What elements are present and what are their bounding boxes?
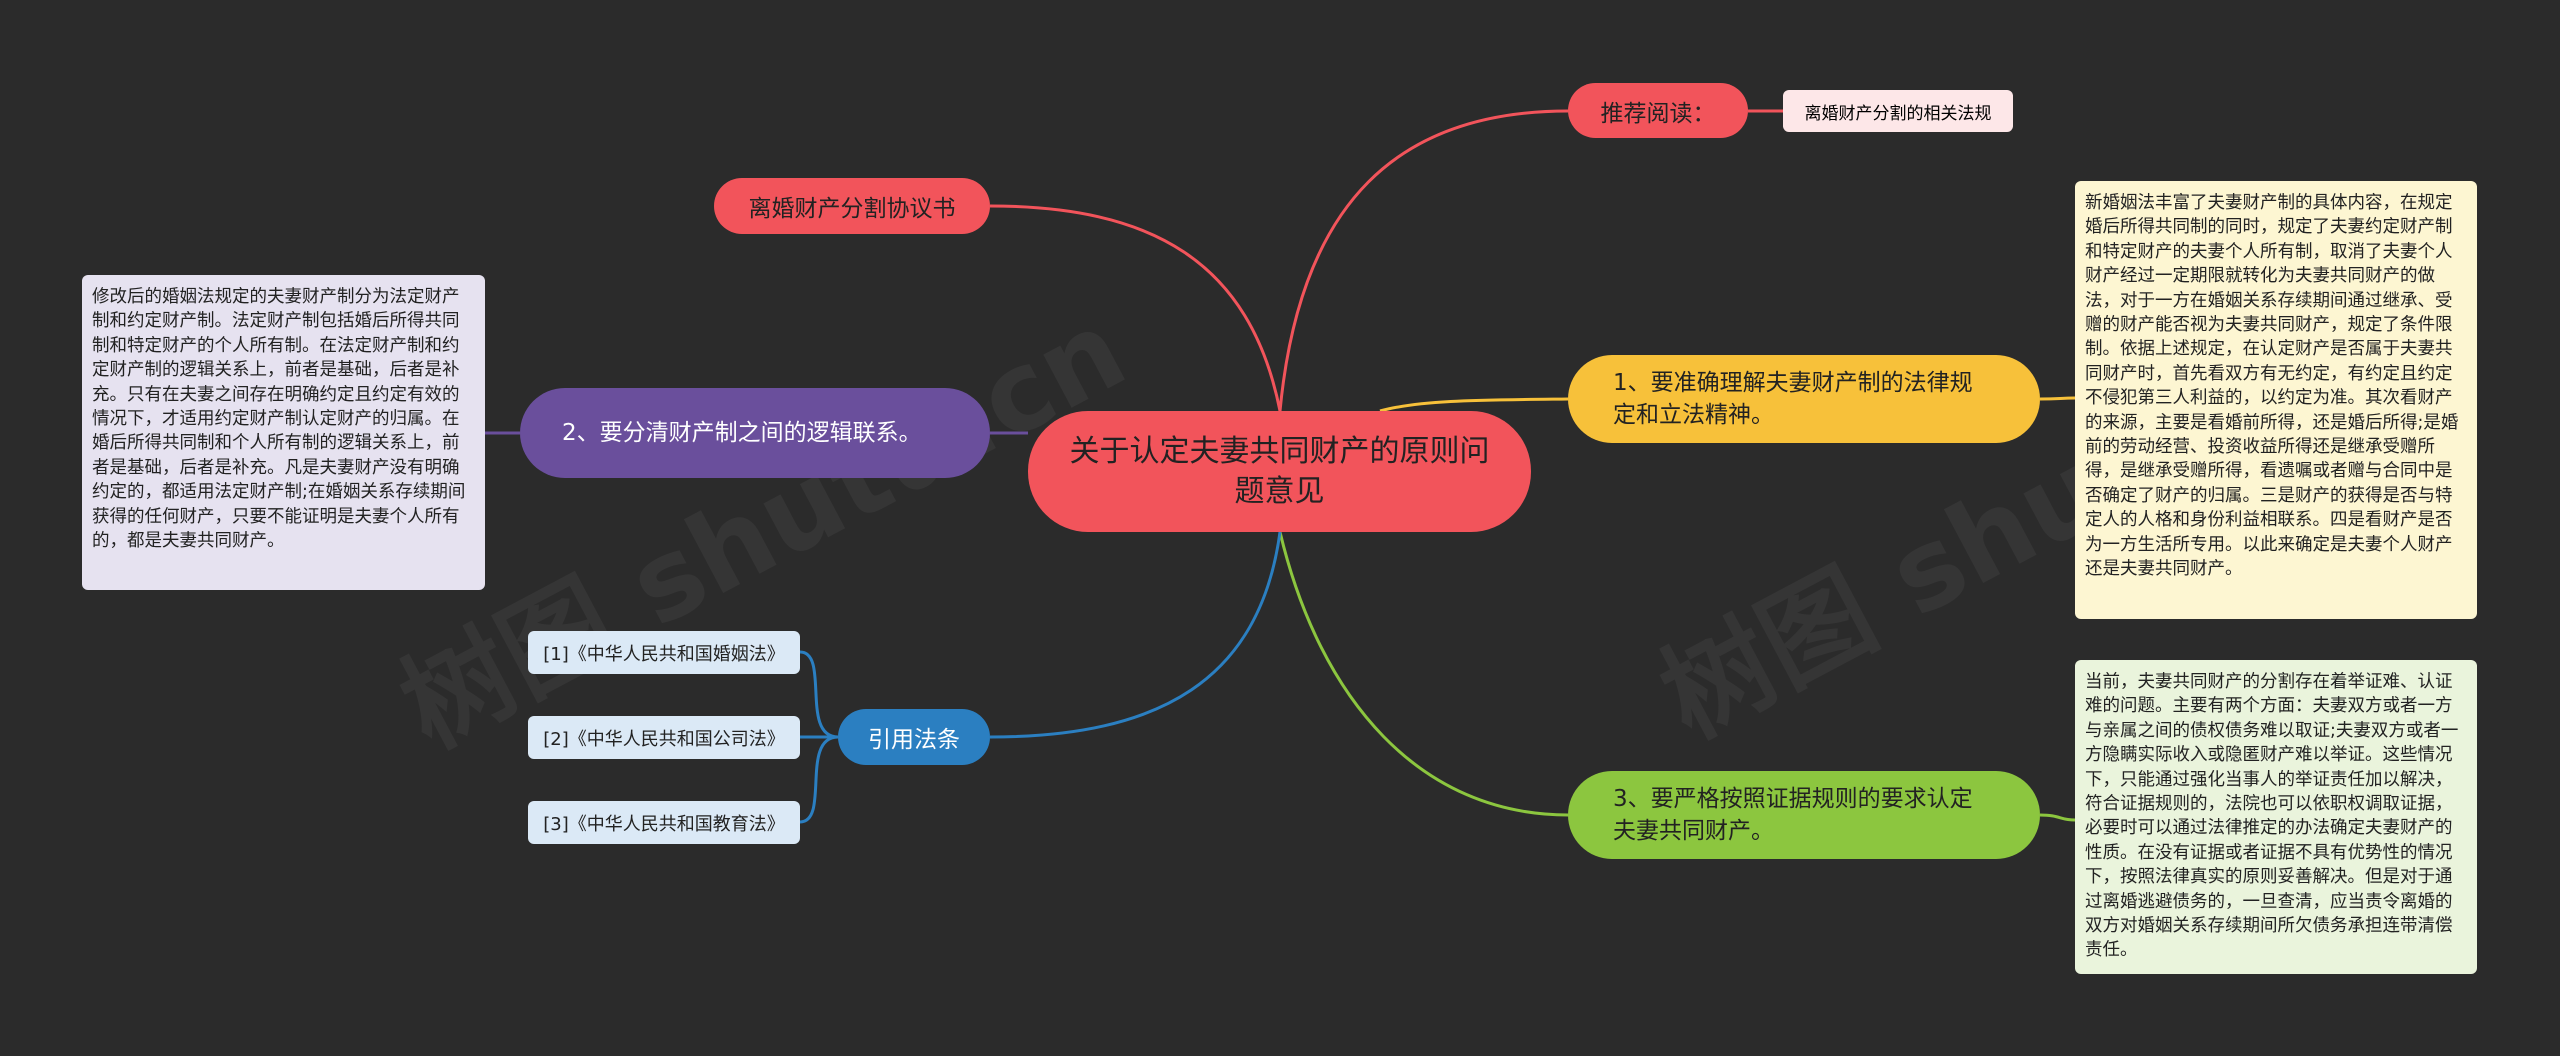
link-agreement	[989, 204, 1282, 412]
point2-note: 修改后的婚姻法规定的夫妻财产制分为法定财产制和约定财产制。法定财产制包括婚后所得…	[82, 275, 485, 590]
link-point3-note	[2039, 813, 2076, 822]
link-recommend	[1278, 109, 1569, 412]
point3-node[interactable]: 3、要严格按照证据规则的要求认定夫妻共同财产。	[1568, 771, 2040, 859]
point3-note: 当前，夫妻共同财产的分割存在着举证难、认证难的问题。主要有两个方面：夫妻双方或者…	[2075, 660, 2477, 974]
recommend-link-node[interactable]: 离婚财产分割的相关法规	[1783, 90, 2013, 132]
link-citations	[989, 531, 1282, 739]
citation-item-3[interactable]: [3]《中华人民共和国教育法》	[528, 801, 800, 844]
citations-node[interactable]: 引用法条	[838, 709, 990, 765]
citation-item-2[interactable]: [2]《中华人民共和国公司法》	[528, 716, 800, 759]
point1-label: 1、要准确理解夫妻财产制的法律规定和立法精神。	[1613, 370, 1973, 428]
link-point1-note	[2039, 396, 2076, 401]
citation-item-text: [1]《中华人民共和国婚姻法》	[543, 643, 785, 665]
point3-note-text: 当前，夫妻共同财产的分割存在着举证难、认证难的问题。主要有两个方面：夫妻双方或者…	[2085, 672, 2459, 961]
point2-note-text: 修改后的婚姻法规定的夫妻财产制分为法定财产制和约定财产制。法定财产制包括婚后所得…	[92, 287, 466, 552]
agreement-label: 离婚财产分割协议书	[748, 196, 956, 222]
point1-node[interactable]: 1、要准确理解夫妻财产制的法律规定和立法精神。	[1568, 355, 2040, 443]
link-point3	[1278, 531, 1569, 817]
link-citation-1	[799, 650, 839, 739]
point1-note: 新婚姻法丰富了夫妻财产制的具体内容，在规定婚后所得共同制的同时，规定了夫妻约定财…	[2075, 181, 2477, 619]
point2-node[interactable]: 2、要分清财产制之间的逻辑联系。	[520, 388, 990, 478]
citation-item-text: [2]《中华人民共和国公司法》	[543, 728, 785, 750]
point2-label: 2、要分清财产制之间的逻辑联系。	[562, 420, 922, 446]
point3-label: 3、要严格按照证据规则的要求认定夫妻共同财产。	[1613, 786, 1973, 844]
agreement-node[interactable]: 离婚财产分割协议书	[714, 178, 990, 234]
link-point1	[1379, 397, 1569, 413]
recommend-label: 推荐阅读：	[1600, 100, 1716, 127]
recommend-link-text: 离婚财产分割的相关法规	[1804, 103, 1992, 124]
central-topic[interactable]: 关于认定夫妻共同财产的原则问题意见	[1028, 411, 1531, 532]
citation-item-text: [3]《中华人民共和国教育法》	[543, 813, 785, 835]
citations-label: 引用法条	[868, 727, 960, 753]
point1-note-text: 新婚姻法丰富了夫妻财产制的具体内容，在规定婚后所得共同制的同时，规定了夫妻约定财…	[2085, 193, 2459, 580]
central-topic-text: 关于认定夫妻共同财产的原则问题意见	[1069, 433, 1490, 509]
recommend-node[interactable]: 推荐阅读：	[1568, 83, 1748, 138]
link-citation-3	[799, 735, 839, 824]
citation-item-1[interactable]: [1]《中华人民共和国婚姻法》	[528, 631, 800, 674]
